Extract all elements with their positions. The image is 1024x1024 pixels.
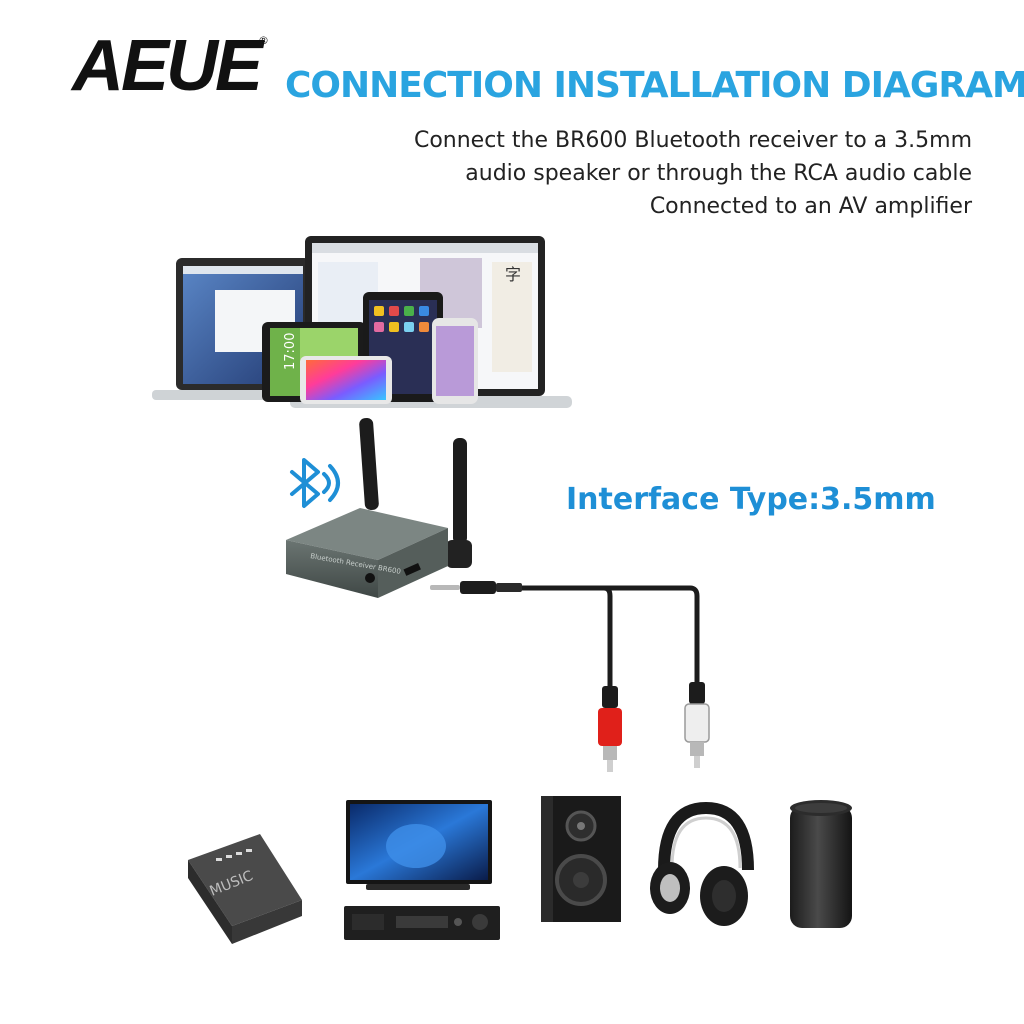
phone-time: 17:00 <box>283 333 298 370</box>
headphones <box>650 801 754 926</box>
receiver: Bluetooth Receiver BR600 <box>286 418 472 598</box>
tablet-glyph: 字 <box>505 265 521 284</box>
brand-logo: AEUE <box>72 26 263 106</box>
subtitle: Connect the BR600 Bluetooth receiver to … <box>332 124 972 223</box>
bookshelf-speaker <box>541 796 621 922</box>
rca-cable <box>430 581 710 772</box>
subtitle-line-2: audio speaker or through the RCA audio c… <box>465 161 972 186</box>
tv <box>346 800 492 890</box>
subtitle-line-1: Connect the BR600 Bluetooth receiver to … <box>413 128 972 153</box>
interface-type-label: Interface Type:3.5mm <box>566 482 936 517</box>
registered-mark: ® <box>258 34 269 47</box>
subtitle-line-3: Connected to an AV amplifier <box>649 194 972 219</box>
smart-speaker <box>790 800 852 928</box>
bluetooth-icon <box>290 458 340 508</box>
phone-rainbow <box>300 356 392 404</box>
av-amplifier <box>344 906 500 940</box>
diagram-title: CONNECTION INSTALLATION DIAGRAM <box>285 65 1024 106</box>
phone-purple <box>432 318 478 404</box>
box-speaker: MUSIC <box>188 834 302 944</box>
tablet <box>363 292 443 402</box>
